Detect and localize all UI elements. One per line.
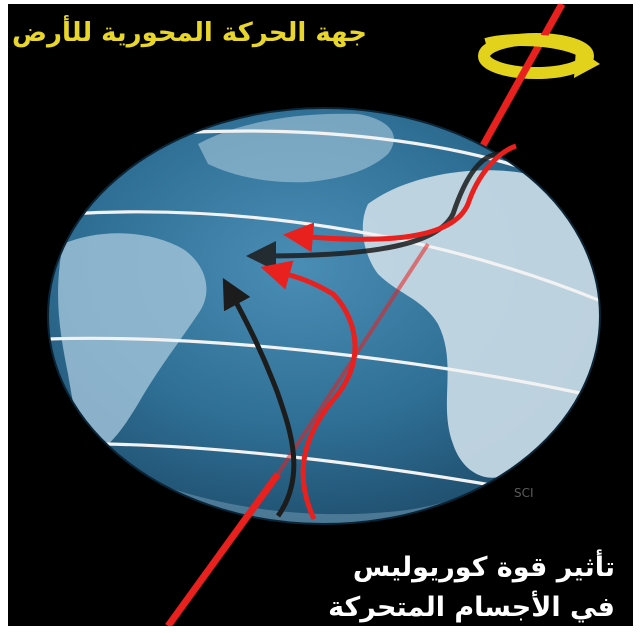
- straight-path-lower: [222, 277, 297, 518]
- watermark: SCI: [514, 486, 534, 500]
- diagram-panel: SCI جهة الحركة المحورية للأرض تأثير قوة …: [8, 4, 633, 626]
- globe: [47, 107, 601, 525]
- latitude-line: [67, 442, 544, 496]
- coriolis-caption-line2: في الأجسام المتحركة: [328, 592, 615, 623]
- coriolis-diagram: [47, 4, 601, 626]
- deflected-path-lower: [260, 260, 358, 521]
- coriolis-caption-line1: تأثير قوة كوريوليس: [352, 552, 615, 583]
- deflected-path-upper: [283, 143, 517, 253]
- earth-axis-lower: [165, 471, 281, 626]
- latitude-line: [67, 210, 600, 306]
- southern-landmass: [158, 484, 478, 524]
- western-landmass: [58, 233, 207, 454]
- latitude-line: [48, 336, 600, 401]
- latitude-lines: [48, 129, 600, 496]
- axis-rotation-caption: جهة الحركة المحورية للأرض: [12, 18, 368, 48]
- straight-path-upper: [246, 151, 501, 271]
- circular-arrow-icon: [478, 4, 600, 108]
